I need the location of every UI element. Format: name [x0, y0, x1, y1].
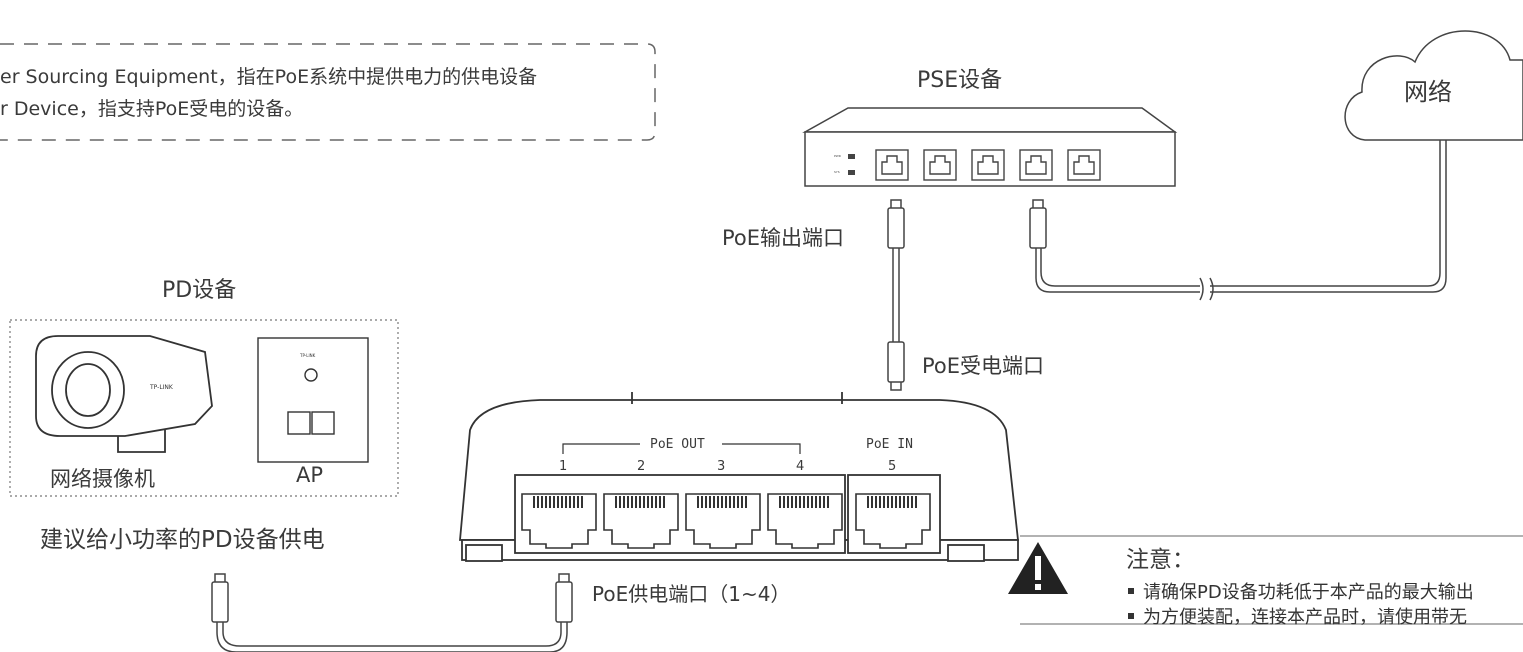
pse-pwr-led-label: PWR [834, 154, 841, 158]
pse-ports [875, 149, 1101, 181]
notice-title: 注意： [1126, 547, 1195, 573]
pd-suggestion: 建议给小功率的PD设备供电 [40, 527, 325, 553]
notice-item-1-text: 请确保PD设备功耗低于本产品的最大输出 [1143, 582, 1474, 603]
notice-item-2: 为方便装配，连接本产品时，请使用带无 [1128, 603, 1467, 629]
notice-item-1: 请确保PD设备功耗低于本产品的最大输出 [1128, 578, 1474, 604]
camera-label: 网络摄像机 [50, 467, 155, 491]
port-number-5: 5 [888, 459, 897, 474]
pse-sys-led-label: SYS [834, 170, 840, 174]
bullet-icon [1128, 588, 1134, 594]
definition-box [0, 43, 656, 141]
port-number-3: 3 [717, 459, 726, 474]
ap-brand: TP-LINK [300, 353, 316, 358]
camera-brand: TP-LINK [150, 384, 173, 391]
ap-drawing [257, 337, 369, 463]
port-number-2: 2 [637, 459, 646, 474]
pd-title: PD设备 [162, 278, 237, 303]
port-contacts [533, 496, 917, 508]
bullet-icon [1128, 613, 1134, 619]
uplink-cable [1029, 140, 1447, 301]
pse-device [802, 107, 1178, 187]
poe-out-port-label: PoE输出端口 [722, 226, 845, 250]
port-number-4: 4 [796, 459, 805, 474]
poe-supply-port-label: PoE供电端口（1~4） [592, 582, 791, 606]
poe-link-cable [887, 199, 905, 391]
cloud-label: 网络 [1404, 78, 1452, 106]
port-number-1: 1 [559, 459, 568, 474]
definition-line-2: r Device，指支持PoE受电的设备。 [0, 98, 304, 120]
camera-drawing [35, 335, 213, 453]
notice-item-2-text: 为方便装配，连接本产品时，请使用带无 [1143, 607, 1467, 628]
pd-cable [211, 573, 573, 652]
poe-in-label: PoE IN [866, 437, 913, 452]
definition-line-1: er Sourcing Equipment，指在PoE系统中提供电力的供电设备 [0, 66, 538, 88]
ap-label: AP [296, 463, 324, 487]
pse-title: PSE设备 [917, 68, 1003, 93]
poe-switch [459, 392, 1020, 562]
pd-box [9, 319, 399, 497]
poe-out-label: PoE OUT [650, 437, 705, 452]
switch-ports [521, 493, 931, 549]
network-cloud [1344, 30, 1523, 141]
poe-in-port-label: PoE受电端口 [922, 354, 1045, 378]
warning-icon [1008, 542, 1068, 594]
